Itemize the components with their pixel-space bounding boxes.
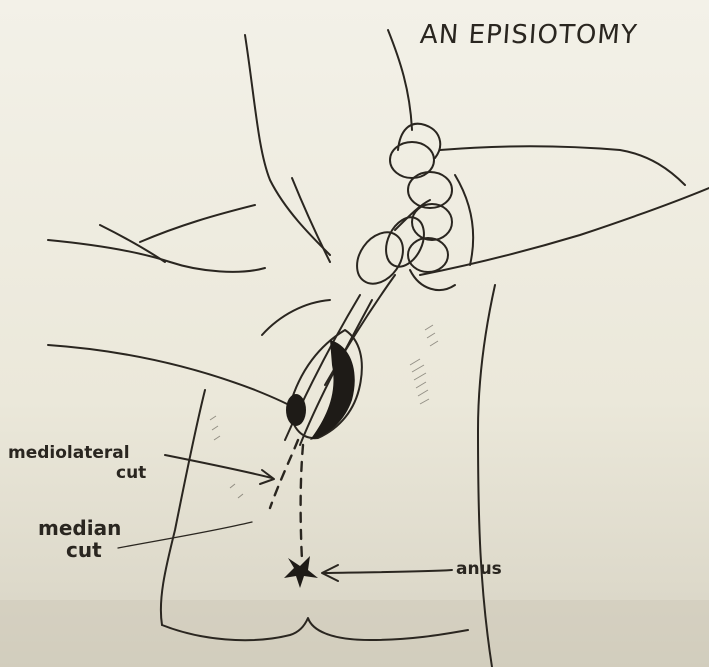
anus-label: anus — [456, 559, 502, 579]
mediolateral-label: mediolateral — [8, 443, 130, 463]
labia-shadow — [286, 394, 306, 426]
page-title: AN EPISIOTOMY — [419, 20, 639, 50]
median-label: median — [38, 516, 121, 540]
paper-fold-shadow — [0, 600, 709, 667]
median-label-line2: cut — [66, 538, 102, 562]
mediolateral-label-line2: cut — [116, 463, 146, 483]
